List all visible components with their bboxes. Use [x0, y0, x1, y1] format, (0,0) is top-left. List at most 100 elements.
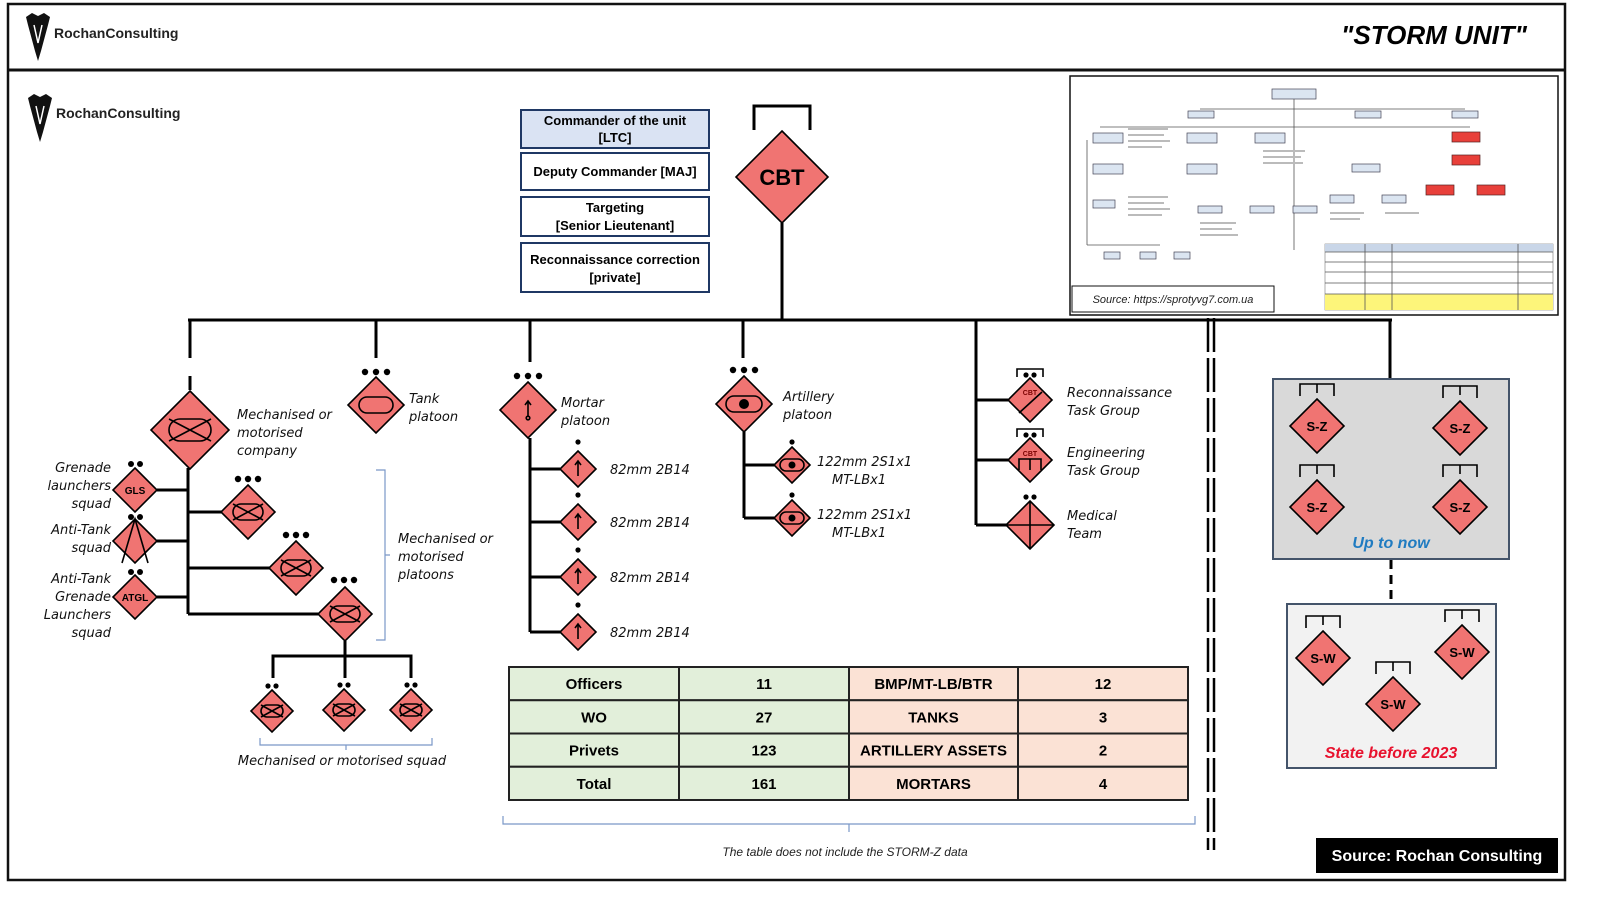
hq-unit: CBT [734, 104, 830, 225]
unit-label: Grenade [55, 590, 111, 605]
storm-z-detachment: S-Z [1431, 385, 1489, 457]
table-cell: ARTILLERY ASSETS [860, 743, 1007, 760]
unit-label: platoon [782, 408, 832, 423]
table-cell: BMP/MT-LB/BTR [874, 676, 992, 693]
unit-label: Task Group [1067, 404, 1140, 419]
atgl-diamond [111, 573, 159, 621]
table-cell: 3 [1099, 709, 1107, 726]
mortar-icon [524, 399, 532, 421]
source-badge: Source: Rochan Consulting [1316, 838, 1558, 873]
mech-platoon [316, 576, 374, 643]
platoons-bracket [376, 469, 390, 641]
section-divider [1206, 318, 1216, 850]
storm-z-label: Up to now [1352, 535, 1431, 552]
svg-text:CBT: CBT [1023, 390, 1038, 397]
table-cell: 123 [751, 743, 776, 760]
artillery-section-label: 122mm 2S1x1 [817, 455, 912, 470]
engineering-task-group: CBT Engineering Task Group [976, 428, 1145, 484]
unit-diamond [1294, 629, 1352, 687]
mech-squad [321, 682, 367, 733]
mortar-section-label: 82mm 2B14 [610, 571, 690, 586]
mortar-section: 82mm 2B14 [530, 602, 690, 652]
source-org-chart-thumbnail: Source: https://sprotyvg7.com.ua [1069, 75, 1559, 316]
unit-label: Anti-Tank [50, 572, 111, 587]
unit-label: motorised [237, 426, 303, 441]
table-bracket [502, 816, 1196, 832]
unit-label: Mechanised or [398, 532, 495, 547]
logo-text: RochanConsulting [54, 25, 178, 41]
table-cell: Total [577, 776, 612, 793]
mortar-section: 82mm 2B14 [530, 547, 690, 597]
unit-label: squad [72, 626, 112, 641]
body-logo: RochanConsulting [27, 93, 180, 143]
mortar-section-label: 82mm 2B14 [610, 516, 690, 531]
unit-label: Mechanised or [237, 408, 334, 423]
storm-z-symbol: S-Z [1450, 500, 1471, 515]
unit-diamond [1431, 399, 1489, 457]
storm-w-detachment: S-W [1433, 609, 1491, 681]
table-cell: Privets [569, 743, 619, 760]
table-note: The table does not include the STORM-Z d… [722, 845, 968, 859]
mech-platoon [219, 475, 277, 541]
storm-w-detachment: S-W [1364, 661, 1422, 733]
unit-diamond [1364, 675, 1422, 733]
mech-infantry-icon [168, 418, 212, 442]
table-cell: TANKS [908, 709, 959, 726]
targeting-rank: [Senior Lieutenant] [556, 218, 674, 233]
mech-squad [388, 682, 434, 733]
storm-z-symbol: S-Z [1307, 500, 1328, 515]
unit-diamond [1433, 623, 1491, 681]
atgl-symbol: ATGL [122, 593, 148, 604]
storm-z-detachment: S-Z [1288, 383, 1346, 455]
echelon-bracket [752, 104, 812, 130]
unit-label: squad [72, 497, 112, 512]
table-cell: 12 [1095, 676, 1112, 693]
storm-w-symbol: S-W [1449, 645, 1475, 660]
table-cell: 11 [756, 676, 772, 693]
unit-diamond [1288, 478, 1346, 536]
storm-z-group: Up to now [1272, 378, 1510, 560]
anti-tank-diamond [111, 517, 159, 565]
unit-diamond [1288, 397, 1346, 455]
mortar-platoon: Mortar platoon [498, 372, 610, 632]
mech-company: Mechanised or motorised company GLS Gren… [44, 389, 495, 769]
storm-w-symbol: S-W [1380, 697, 1406, 712]
artillery-section-label: 122mm 2S1x1 [817, 508, 912, 523]
unit-label: squad [72, 541, 112, 556]
unit-label: platoon [408, 410, 458, 425]
storm-z-detachment: S-Z [1431, 464, 1489, 536]
gls-diamond [111, 466, 159, 514]
recon-correction-box [520, 242, 710, 293]
thumbnail-source: Source: https://sprotyvg7.com.ua [1093, 294, 1254, 306]
unit-diamond [1431, 478, 1489, 536]
unit-label: Task Group [1067, 464, 1140, 479]
unit-label: Anti-Tank [50, 523, 111, 538]
storm-w-detachment: S-W [1294, 615, 1352, 687]
unit-label: Team [1067, 527, 1102, 542]
artillery-platoon: Artillery platoon [714, 366, 835, 518]
targeting-box [520, 196, 710, 237]
unit-label: Medical [1067, 509, 1117, 524]
table-cell: 4 [1099, 776, 1108, 793]
header-logo: RochanConsulting [25, 12, 178, 62]
gls-symbol: GLS [125, 486, 146, 497]
unit-label: Reconnaissance [1067, 386, 1172, 401]
unit-label: Artillery [782, 390, 835, 405]
deputy-box [520, 152, 710, 191]
unit-label: Tank [409, 392, 440, 407]
svg-text:Source: Rochan Consulting: Source: Rochan Consulting [1332, 848, 1543, 865]
unit-label: Grenade [55, 461, 111, 476]
recon-task-group: CBT Reconnaissance Task Group [976, 368, 1172, 424]
mech-squad [249, 683, 295, 734]
unit-label: launchers [47, 479, 111, 494]
tank-platoon: Tank platoon [346, 368, 458, 435]
page-title: "STORM UNIT" [1341, 20, 1528, 50]
command-boxes: Commander of the unit [LTC] Deputy Comma… [520, 109, 710, 293]
